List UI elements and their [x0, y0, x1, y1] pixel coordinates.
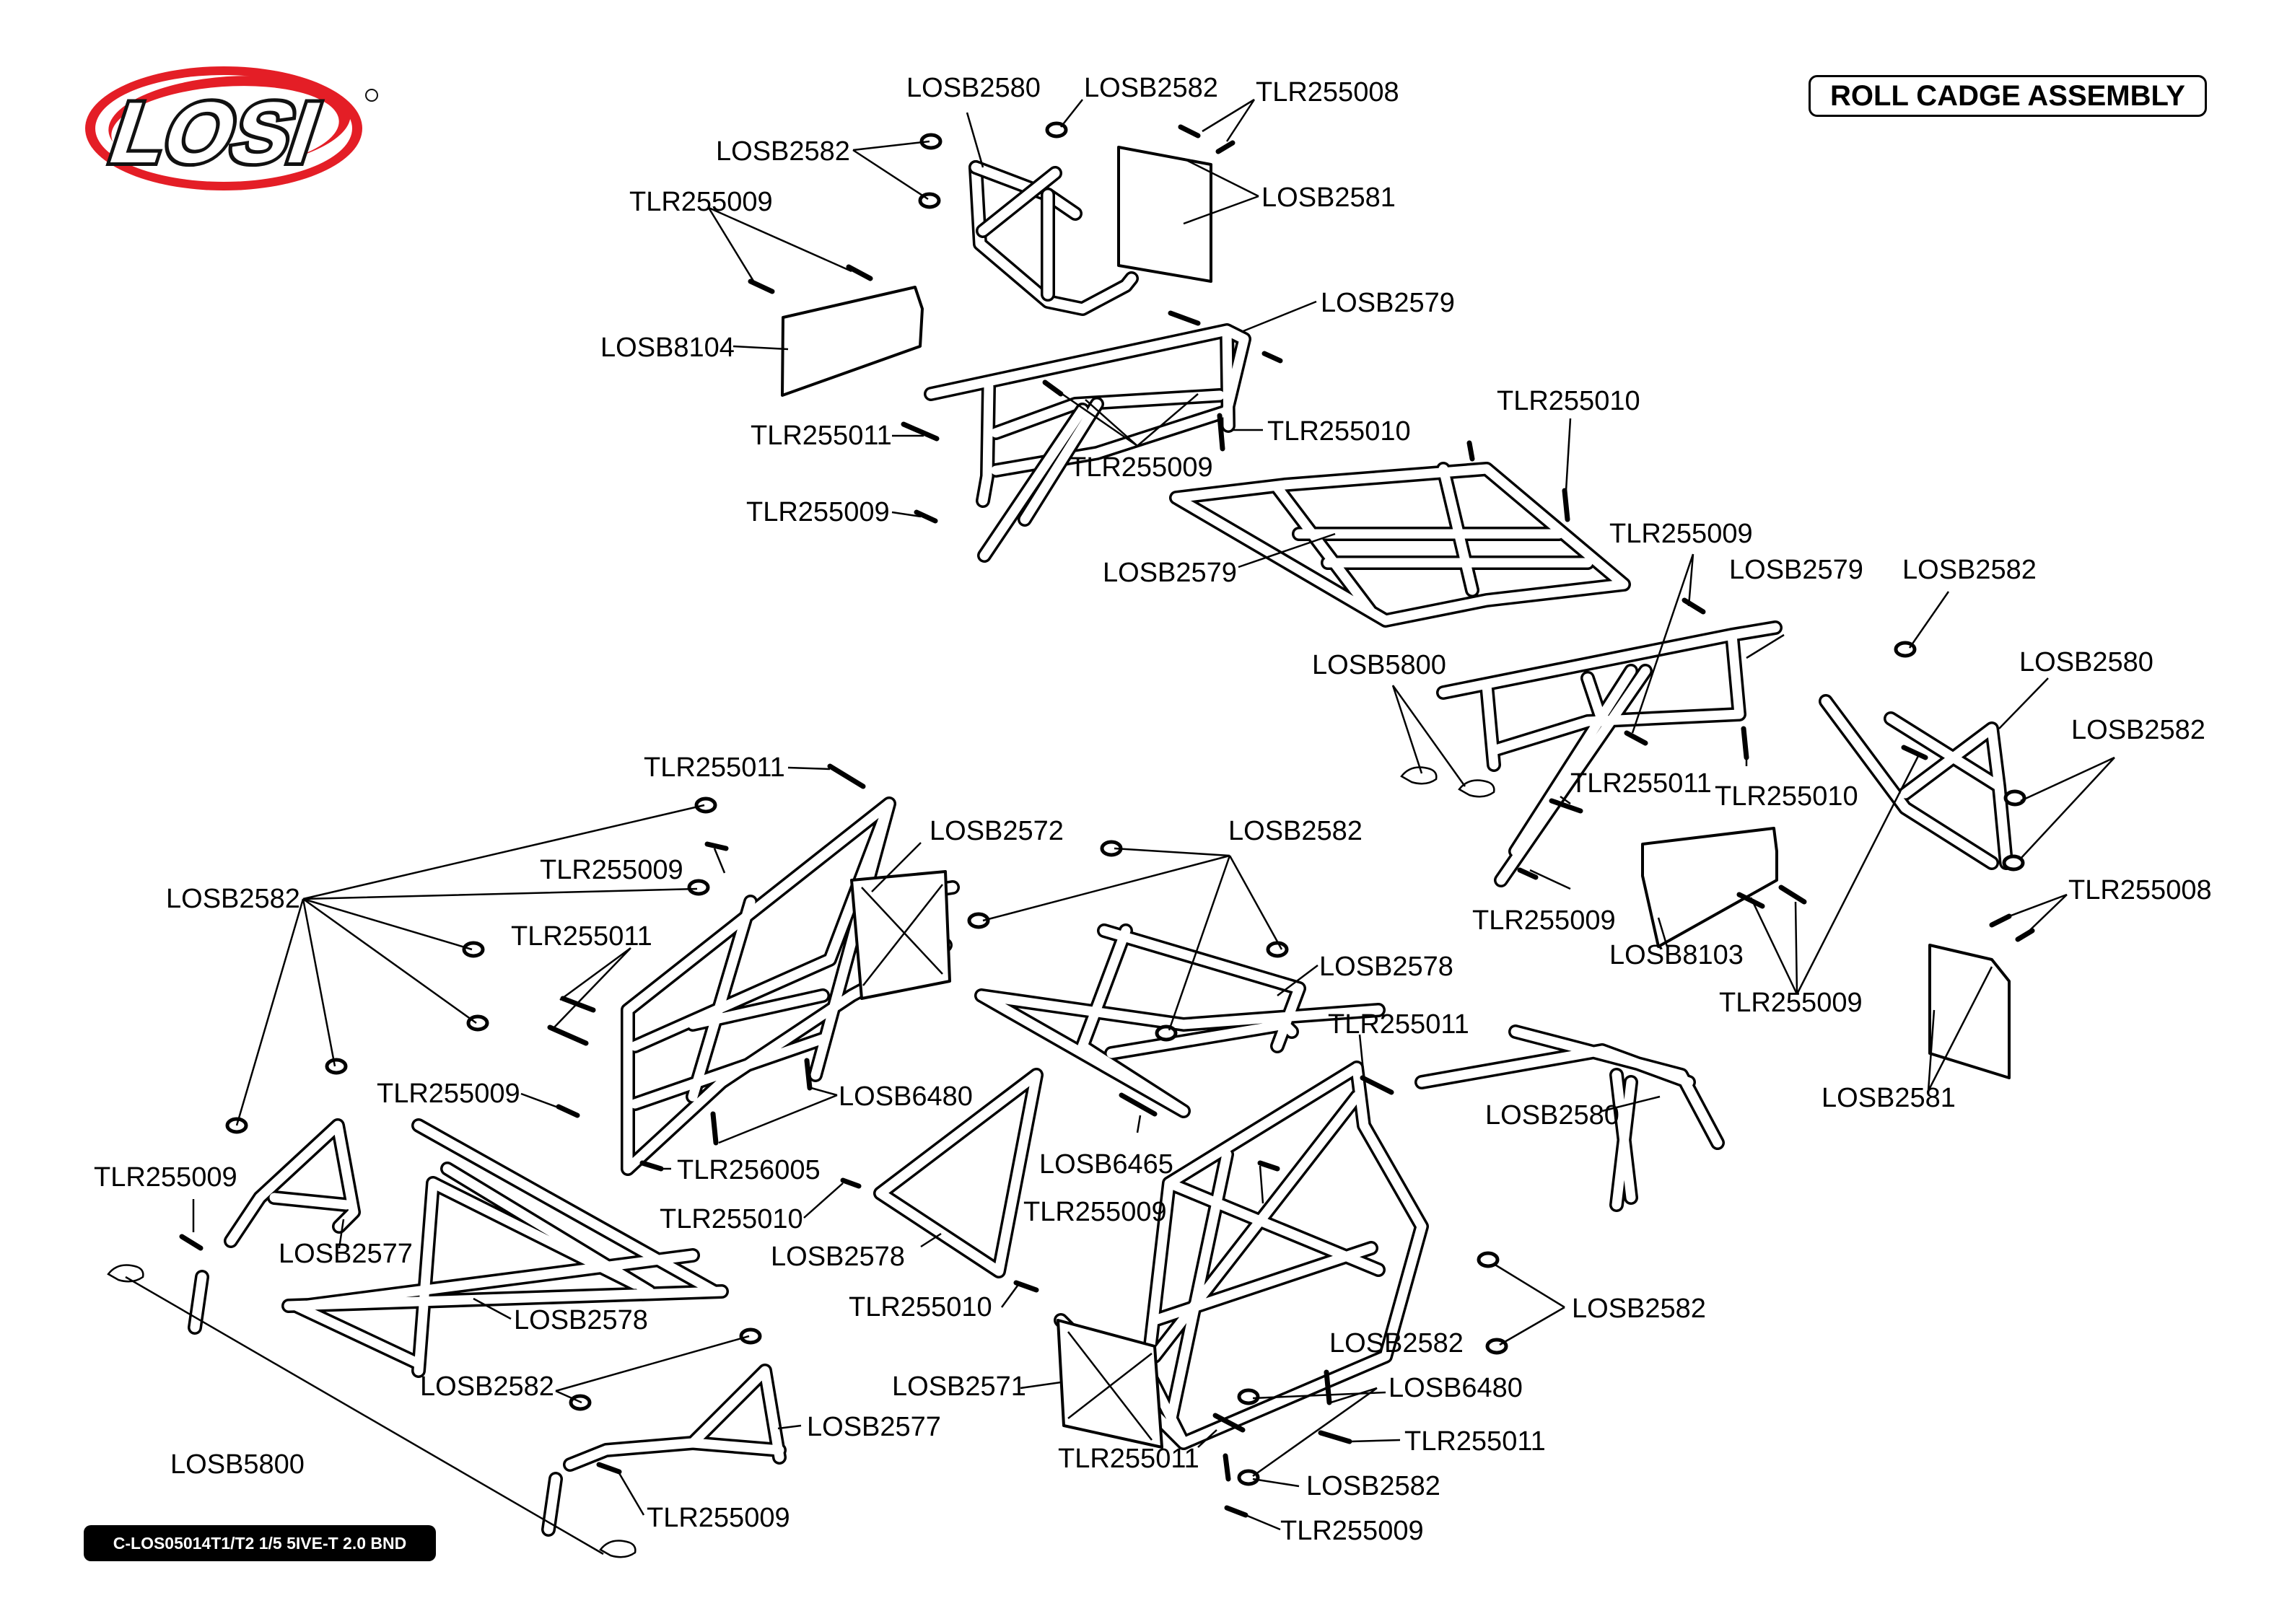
callout-labels: LOSB2580 LOSB2582 TLR255008 LOSB2582 LOS…: [94, 73, 2212, 1546]
callout-c32: LOSB2578: [1319, 952, 1453, 982]
callout-c25: LOSB2582: [1228, 816, 1363, 846]
callout-c58: TLR255009: [647, 1503, 790, 1533]
callout-c13: TLR255010: [1497, 386, 1640, 416]
callout-c36: TLR255009: [377, 1079, 520, 1109]
part-side-panel-right-upper: [1117, 146, 1212, 283]
model-code-badge: C-LOS05014T1/T2 1/5 5IVE-T 2.0 BND: [84, 1525, 436, 1561]
callout-c42: TLR255010: [660, 1204, 803, 1234]
callout-c37: LOSB6480: [839, 1081, 973, 1112]
callout-c24: LOSB2572: [930, 816, 1064, 846]
callout-c26: TLR255009: [540, 855, 683, 885]
part-upper-rear-hoop: [968, 160, 1139, 316]
callout-c5: LOSB2581: [1261, 183, 1396, 213]
callout-c23: TLR255011: [644, 752, 785, 783]
part-rear-side-frame: [1414, 1024, 1725, 1212]
callout-c50: LOSB2571: [892, 1371, 1026, 1402]
callout-c48: LOSB2582: [1572, 1294, 1706, 1324]
part-front-cage: [621, 796, 960, 1176]
part-side-panel-right-lower: [1641, 827, 1778, 948]
callout-c19: LOSB2580: [2019, 647, 2153, 677]
callout-c16: LOSB2579: [1729, 555, 1863, 585]
svg-text:LOSI: LOSI: [98, 85, 331, 182]
callout-c6: TLR255009: [629, 187, 773, 217]
callout-c15: TLR255009: [1609, 519, 1753, 549]
hardware-body-clips: [107, 766, 1495, 1558]
callout-c46: LOSB2578: [514, 1305, 648, 1335]
callout-c49: LOSB2582: [1329, 1328, 1464, 1359]
callout-c56: LOSB5800: [170, 1449, 305, 1480]
callout-c34: TLR255011: [1328, 1009, 1469, 1040]
callout-c59: TLR255009: [1280, 1516, 1424, 1546]
callout-c27: LOSB2582: [166, 884, 300, 914]
part-lower-bracket-left: [188, 1118, 361, 1335]
part-side-panel-left-upper: [781, 286, 924, 397]
callout-c9: TLR255011: [751, 421, 892, 451]
callout-c2: LOSB2582: [1084, 73, 1218, 103]
callout-c11: TLR255009: [1070, 452, 1213, 483]
callout-c52: LOSB2582: [420, 1371, 554, 1402]
callout-c55: TLR255011: [1058, 1444, 1199, 1474]
part-roof-frame: [1169, 462, 1631, 628]
part-rear-upper-frame: [1436, 620, 1783, 887]
callout-c41: LOSB6465: [1039, 1149, 1173, 1180]
callout-c28: TLR255011: [511, 921, 652, 952]
part-front-x-brace: [974, 923, 1386, 1118]
part-a-frame: [873, 1068, 1044, 1278]
callout-c4: LOSB2582: [716, 136, 850, 167]
callout-c43: TLR255009: [1023, 1197, 1167, 1227]
callout-c14: LOSB2579: [1103, 558, 1237, 588]
callout-c45: LOSB2578: [771, 1242, 905, 1272]
callout-c47: TLR255010: [849, 1292, 992, 1322]
part-lower-x-frame: [281, 1118, 729, 1378]
callout-c29: TLR255009: [1472, 905, 1616, 936]
callout-c17: LOSB2582: [1902, 555, 2037, 585]
part-lower-bracket-front: [541, 1364, 787, 1537]
losi-logo: LOSI: [85, 66, 378, 190]
leader-lines: [125, 98, 2115, 1555]
part-rear-cage: [1054, 1061, 1429, 1450]
callout-c40: TLR256005: [677, 1155, 821, 1185]
callout-c12: TLR255009: [746, 497, 890, 527]
callout-c31: TLR255008: [2068, 875, 2212, 905]
hardware-washers: [225, 121, 2026, 1486]
callout-c39: TLR255009: [94, 1162, 237, 1193]
callout-c51: LOSB6480: [1389, 1373, 1523, 1403]
callout-c10: TLR255010: [1267, 416, 1411, 447]
callout-c22: TLR255010: [1715, 781, 1858, 812]
callout-c35: LOSB2581: [1822, 1083, 1956, 1113]
callout-c30: LOSB8103: [1609, 940, 1744, 970]
callout-c21: TLR255011: [1570, 768, 1712, 799]
callout-c33: TLR255009: [1719, 988, 1863, 1018]
callout-c44: LOSB2577: [279, 1239, 413, 1269]
part-upper-front-frame: [924, 323, 1251, 563]
callout-c18: LOSB5800: [1312, 650, 1446, 680]
callout-c20: LOSB2582: [2071, 715, 2205, 745]
callout-c53: LOSB2577: [807, 1412, 941, 1442]
callout-c38: LOSB2580: [1485, 1100, 1619, 1131]
callout-c8: LOSB2579: [1321, 288, 1455, 318]
callout-c3: TLR255008: [1256, 77, 1399, 107]
part-rear-hoop-right: [1819, 694, 2013, 870]
callout-c57: LOSB2582: [1306, 1471, 1440, 1501]
callout-c1: LOSB2580: [906, 73, 1041, 103]
page-title: ROLL CADGE ASSEMBLY: [1809, 75, 2207, 117]
callout-c54: TLR255011: [1404, 1426, 1546, 1457]
callout-c7: LOSB8104: [600, 333, 735, 363]
hardware-screws: [179, 124, 2035, 1518]
